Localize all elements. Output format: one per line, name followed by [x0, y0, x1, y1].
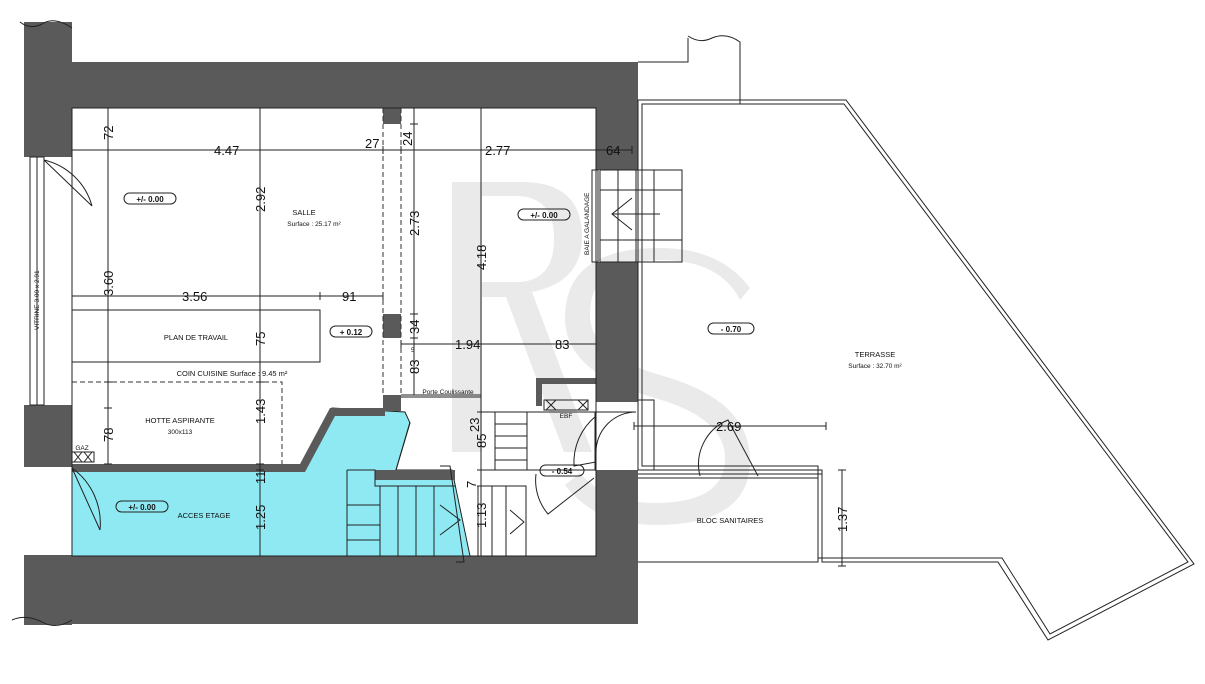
dimension-lines — [71, 107, 846, 567]
dim-78: 78 — [101, 428, 116, 442]
terrasse-label: TERRASSE — [855, 350, 895, 359]
dim-2-77: 2.77 — [485, 143, 510, 158]
walls — [11, 20, 741, 626]
dim-27: 27 — [365, 136, 379, 151]
dim-85: 85 — [474, 434, 489, 448]
dim-83-b-sup: 5 — [411, 347, 415, 354]
level-tag-4: - 0.70 — [721, 325, 742, 334]
dim-83-b: 83 — [407, 360, 422, 374]
rs-watermark — [452, 182, 750, 525]
level-tags: +/- 0.00 +/- 0.00 + 0.12 - 0.70 +/- 0.00… — [115, 192, 755, 513]
inner-outlines — [71, 107, 597, 557]
acces-etage-label: ACCES ETAGE — [178, 511, 231, 520]
porte-coulissante-label: Porte Coulissante — [422, 389, 474, 396]
terrasse-outline — [637, 99, 1195, 641]
dim-11: 11 — [253, 471, 268, 485]
level-tag-6: - 0.54 — [552, 467, 573, 476]
dim-34: 34 — [407, 320, 422, 334]
dim-3-60: 3.60 — [101, 271, 116, 296]
dim-1-37: 1.37 — [835, 507, 850, 532]
hotte-label: HOTTE ASPIRANTE — [145, 416, 215, 425]
ebf-label: EBF — [560, 413, 573, 420]
dim-75: 75 — [253, 332, 268, 346]
level-tag-1: +/- 0.00 — [136, 195, 164, 204]
dim-4-47: 4.47 — [214, 143, 239, 158]
level-tag-5: +/- 0.00 — [128, 503, 156, 512]
dim-1-43: 1.43 — [253, 399, 268, 424]
bloc-sanitaires-label: BLOC SANITAIRES — [697, 516, 764, 525]
hotte-size: 300x113 — [168, 429, 193, 436]
dim-1-94: 1.94 — [455, 337, 480, 352]
dim-2-73: 2.73 — [407, 211, 422, 236]
dim-4-18: 4.18 — [474, 245, 489, 270]
dim-7: 7 — [464, 481, 479, 488]
dim-2-69: 2.69 — [716, 419, 741, 434]
room-labels: SALLE Surface : 25.17 m² TERRASSE Surfac… — [75, 208, 902, 525]
salle-surface: Surface : 25.17 m² — [287, 221, 341, 228]
vitrine-window: VITRINE 3.00 x 2.91 — [29, 156, 93, 406]
dim-23: 23 — [467, 418, 482, 432]
dim-2-92: 2.92 — [253, 187, 268, 212]
vitrine-label: VITRINE 3.00 x 2.91 — [34, 270, 41, 330]
acces-etage-zone — [71, 407, 471, 557]
level-tag-3: + 0.12 — [340, 328, 363, 337]
dim-1-25: 1.25 — [253, 505, 268, 530]
dim-1-13: 1.13 — [474, 503, 489, 528]
terrasse-surface: Surface : 32.70 m² — [848, 363, 902, 370]
salle-label: SALLE — [292, 208, 315, 217]
coin-cuisine-label: COIN CUISINE Surface : 9.45 m² — [177, 369, 288, 378]
dim-24: 24 — [400, 132, 415, 146]
dim-91: 91 — [342, 289, 356, 304]
plan-de-travail-label: PLAN DE TRAVAIL — [164, 333, 228, 342]
dim-3-56: 3.56 — [182, 289, 207, 304]
baie-label: BAIE A GALANDAGE — [584, 192, 591, 255]
doors — [71, 399, 759, 531]
dim-72: 72 — [101, 126, 116, 140]
stairs: BAIE A GALANDAGE — [346, 169, 683, 563]
level-tag-2: +/- 0.00 — [530, 211, 558, 220]
dim-83: 83 — [555, 337, 569, 352]
dim-64: 64 — [606, 143, 620, 158]
gaz-label: GAZ — [75, 445, 88, 452]
dimension-texts: 4.47 27 24 2.77 64 72 2.92 2.73 4.18 3.6… — [101, 126, 850, 532]
